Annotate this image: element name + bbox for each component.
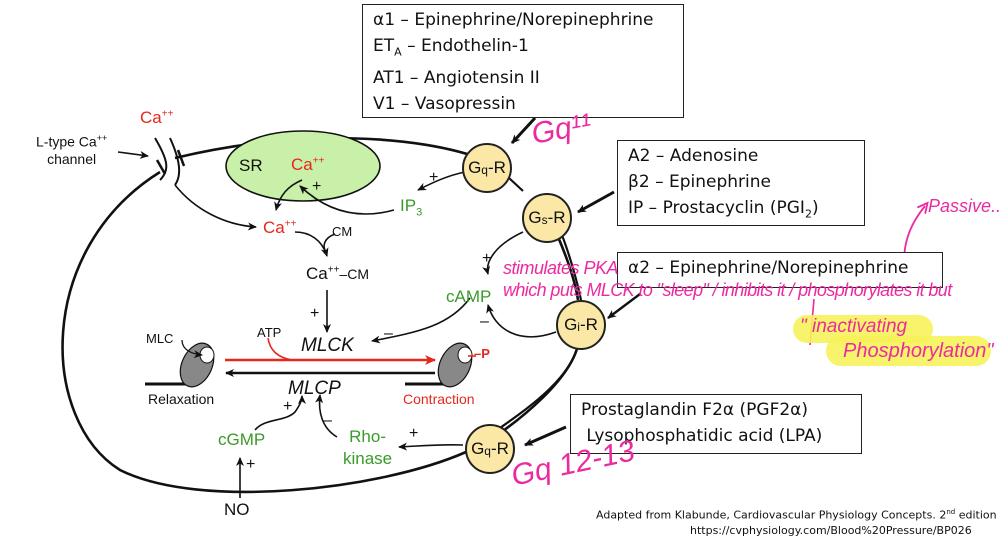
membrane-gq-gs (508, 177, 524, 192)
annotation-passive: Passive.... ? (928, 196, 1000, 216)
gi-to-camp-arrow (486, 304, 557, 338)
ip3-plus: + (429, 169, 439, 186)
gi-ligand-box: α2 – Epinephrine/Norepinephrine (617, 252, 943, 288)
highlight-phosphorylation (826, 336, 991, 366)
ligand-pgf2a: Prostaglandin F2α (PGF2α) (581, 400, 809, 420)
ligand-eta: ETA – Endothelin-1 (373, 36, 529, 59)
l-type-pointer (117, 150, 149, 159)
camp-plus: + (482, 250, 492, 267)
ca-to-cacm-arrow (294, 231, 329, 257)
camp-label: cAMP (446, 287, 492, 306)
atp-curve (267, 337, 293, 361)
ligand-lpa: Lysophosphatidic acid (LPA) (581, 426, 823, 446)
annotation-phosphorylation: Phosphorylation" (843, 340, 994, 362)
rho-minus: – (323, 412, 332, 429)
relaxation-label: Relaxation (148, 391, 215, 407)
ca-extracellular: Ca++ (140, 108, 174, 127)
gs-ligand-box: A2 – Adenosine β2 – Epinephrine IP – Pro… (617, 140, 865, 226)
no-label: NO (224, 500, 250, 519)
sr-ca: Ca++ (291, 155, 325, 174)
annotation-stimulates: stimulates PKA (503, 258, 619, 278)
credit-line-2: https://cvphysiology.com/Blood%20Pressur… (690, 524, 972, 537)
sr-label: SR (239, 156, 263, 175)
sr-release-arrow (274, 179, 303, 211)
credit-line-1: Adapted from Klabunde, Cardiovascular Ph… (596, 508, 997, 522)
gq-to-rho-arrow (398, 442, 464, 451)
gq-to-ip3-arrow (417, 171, 466, 191)
rho-to-mlcp-arrow (315, 394, 338, 438)
ligand-ip: IP – Prostacyclin (PGI2) (628, 198, 819, 221)
ca-cm-complex: Ca++–CM (306, 264, 369, 283)
mlck-plus: + (310, 305, 320, 322)
mlc-label: MLC (146, 331, 174, 346)
l-type-label: L-type Ca++ channel (36, 133, 108, 167)
ligand-beta2: β2 – Epinephrine (628, 172, 771, 192)
ligand-alpha1: α1 – Epinephrine/Norepinephrine (373, 10, 654, 30)
ip3-label: IP3 (400, 196, 423, 219)
cgmp-to-mlcp-arrow (254, 395, 306, 431)
cm-label: CM (332, 224, 353, 239)
ligand-v1: V1 – Vasopressin (373, 94, 516, 115)
atp-label: ATP (257, 325, 282, 340)
membrane-gi-gqb (499, 344, 580, 429)
annotation-mlck-sleep: which puts MLCK to "sleep" / inhibits it… (503, 280, 952, 300)
no-plus: + (246, 456, 256, 473)
sr-plus: + (312, 178, 322, 195)
gq-ligand-box: α1 – Epinephrine/Norepinephrine ETA – En… (362, 4, 684, 118)
mlc-relaxed-icon (145, 342, 215, 388)
ligand-alpha2: α2 – Epinephrine/Norepinephrine (628, 258, 909, 278)
cgmp-plus: + (283, 398, 293, 415)
ca-influx-arrow (174, 184, 257, 231)
mlck-label: MLCK (301, 335, 354, 356)
gq-bottom-ligand-box: Prostaglandin F2α (PGF2α) Lysophosphatid… (570, 394, 862, 454)
camp-minus: – (480, 313, 489, 330)
ip3-to-sr-arrow (299, 185, 395, 215)
rho-plus: + (409, 425, 419, 442)
camp-to-mlck-arrow (371, 297, 471, 344)
ligand-at1: AT1 – Angiotensin II (373, 68, 540, 89)
box-gq-bottom-arrow (524, 425, 567, 447)
contraction-label: Contraction (403, 391, 475, 407)
annotation-inactivating: " inactivating (800, 316, 908, 337)
sarcoplasmic-reticulum (225, 130, 381, 202)
gs-to-camp-arrow (482, 231, 524, 275)
cgmp-label: cGMP (218, 430, 266, 449)
phosphate-label: –P (474, 346, 490, 361)
l-type-channel (154, 137, 186, 186)
box-gq-top-arrow (510, 116, 537, 145)
cm-join (323, 233, 336, 253)
mlc-pointer (181, 339, 203, 359)
rho-kinase-label: Rho- kinase (343, 427, 393, 468)
ligand-a2: A2 – Adenosine (628, 146, 759, 166)
mlcp-label: MLCP (288, 378, 341, 399)
box-gs-arrow (577, 190, 615, 214)
cytosolic-ca: Ca++ (263, 218, 297, 237)
mlc-contracted-icon (405, 342, 476, 388)
box-gi-arrow (607, 293, 641, 319)
passive-pointer (903, 206, 925, 259)
mlck-minus: – (384, 325, 393, 342)
